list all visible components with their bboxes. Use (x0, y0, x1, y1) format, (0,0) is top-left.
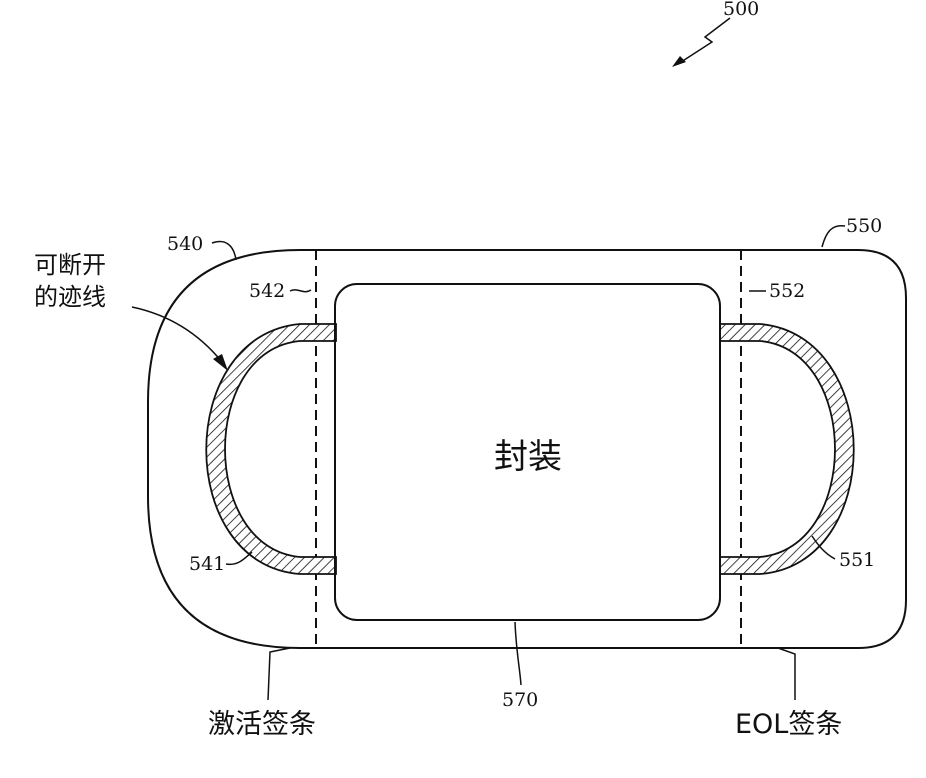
eol-tab-leader (778, 648, 795, 700)
ref-leader-540 (212, 242, 236, 260)
breakable-trace-label-line1: 可断开 (34, 251, 106, 279)
breakable-trace-arrowhead (213, 354, 228, 371)
activation-tab-leader (268, 648, 290, 700)
eol-tab-label: EOL签条 (735, 709, 842, 740)
figure-number-arrowhead (672, 56, 686, 67)
ref-label-542: 542 (249, 280, 285, 302)
ref-label-541: 541 (189, 553, 225, 575)
figure-number-label: 500 (723, 0, 759, 20)
ref-label-570: 570 (502, 689, 538, 711)
ref-label-552: 552 (769, 280, 805, 302)
ref-leader-550 (822, 226, 845, 247)
ref-leader-570 (515, 622, 521, 685)
figure-number-leader (678, 18, 730, 64)
activation-tab-label: 激活签条 (208, 709, 316, 740)
package-label: 封装 (494, 437, 562, 477)
ref-label-540: 540 (167, 233, 203, 255)
ref-label-551: 551 (839, 549, 875, 571)
breakable-trace-label-line2: 的迹线 (34, 283, 106, 311)
ref-leader-542 (290, 290, 311, 292)
breakable-trace-arrow-shaft (132, 307, 222, 362)
ref-label-550: 550 (846, 215, 882, 237)
